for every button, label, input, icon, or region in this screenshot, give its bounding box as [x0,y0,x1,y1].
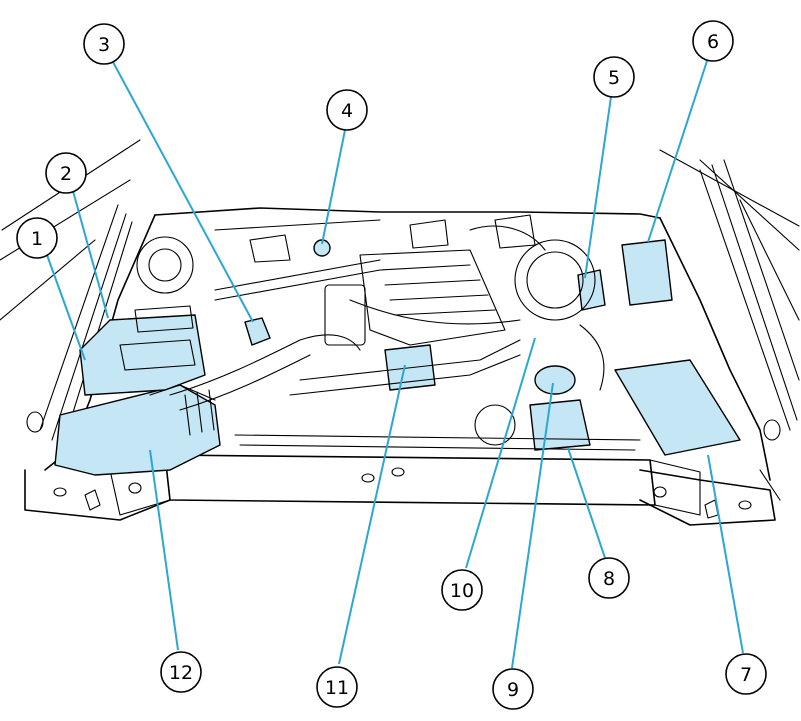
leader-11 [338,364,406,665]
callout-4: 4 [326,89,368,131]
callout-label: 4 [341,100,353,122]
leader-3 [112,61,254,323]
callout-8: 8 [588,557,630,599]
leader-12 [149,449,179,651]
battery [614,359,741,456]
callout-label: 10 [450,580,474,602]
highlighted-components [54,239,741,476]
coolant-reservoir [534,365,576,395]
power-distribution-box [621,239,673,306]
callout-label: 6 [707,31,719,53]
callout-label: 3 [98,34,110,56]
callout-10: 10 [441,569,483,611]
leader-6 [647,60,708,243]
leader-5 [584,96,612,279]
callout-label: 7 [740,664,752,686]
callout-6: 6 [692,20,734,62]
callout-label: 8 [603,568,615,590]
callout-9: 9 [492,668,534,710]
leader-10 [465,337,536,569]
leader-9 [511,382,554,669]
callout-12: 12 [160,651,202,693]
callout-label: 11 [325,677,349,699]
callout-3: 3 [83,23,125,65]
brake-fluid-reservoir [577,269,606,311]
callout-label: 12 [169,662,193,684]
leader-8 [567,447,606,559]
callout-label: 2 [60,163,72,185]
callout-label: 5 [608,67,620,89]
callout-5: 5 [593,56,635,98]
fuse-relay-box [79,314,206,396]
callout-label: 9 [507,679,519,701]
callout-1: 1 [16,217,58,259]
callout-11: 11 [316,666,358,708]
callout-7: 7 [725,653,767,695]
air-cleaner-housing [54,384,221,476]
callout-2: 2 [45,152,87,194]
leader-4 [321,129,346,245]
callout-label: 1 [31,228,43,250]
leader-7 [707,454,744,654]
leader-1 [46,254,86,361]
leader-2 [72,190,109,319]
washer-fluid-reservoir [529,399,591,451]
leader-lines [46,60,744,669]
oil-filler-cap [244,317,271,346]
